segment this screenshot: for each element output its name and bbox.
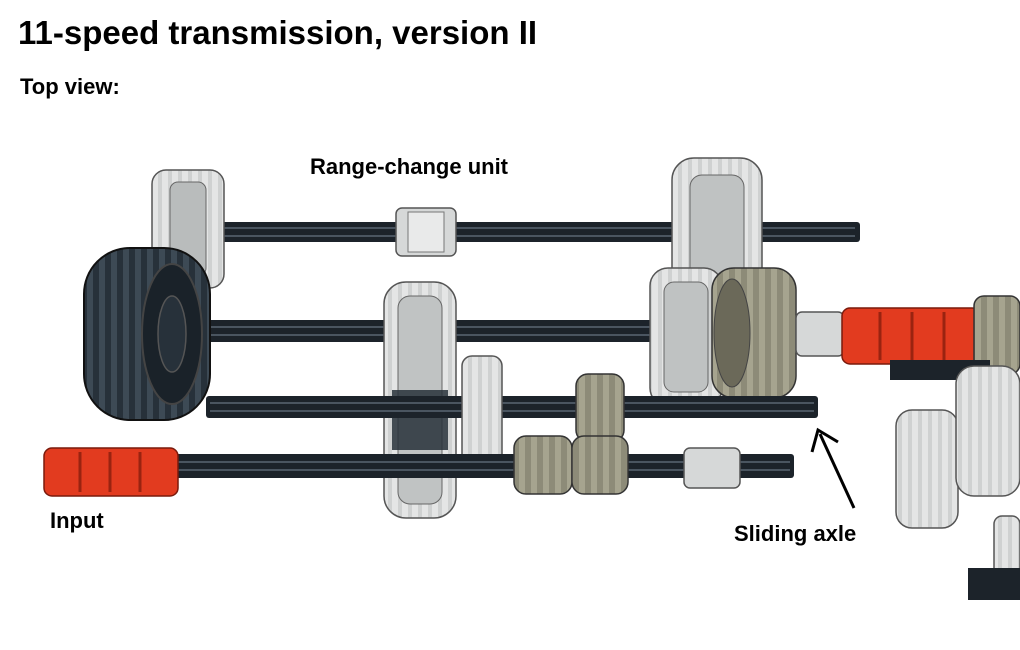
- page-title: 11-speed transmission, version II: [18, 14, 538, 51]
- sliding-axle: [206, 396, 818, 418]
- bush-right: [795, 311, 845, 357]
- bush-top: [395, 207, 457, 257]
- view-subtitle: Top view:: [20, 74, 120, 99]
- sliding-axle-label: Sliding axle: [734, 521, 857, 546]
- input-label: Input: [50, 508, 104, 533]
- sliding-axle-arrow: [810, 427, 856, 509]
- black-tire: [83, 247, 211, 421]
- small-tan-gear-upper: [575, 373, 625, 443]
- red-coupler-input: [43, 447, 179, 497]
- range-change-label: Range-change unit: [310, 154, 509, 179]
- right-edge-cluster: [890, 360, 1020, 600]
- bush-input: [683, 447, 741, 489]
- medium-gear-right: [649, 267, 723, 407]
- red-coupler-right: [841, 307, 981, 365]
- tan-gear-pair-lower: [513, 435, 629, 495]
- dark-tan-gear-large: [711, 267, 797, 399]
